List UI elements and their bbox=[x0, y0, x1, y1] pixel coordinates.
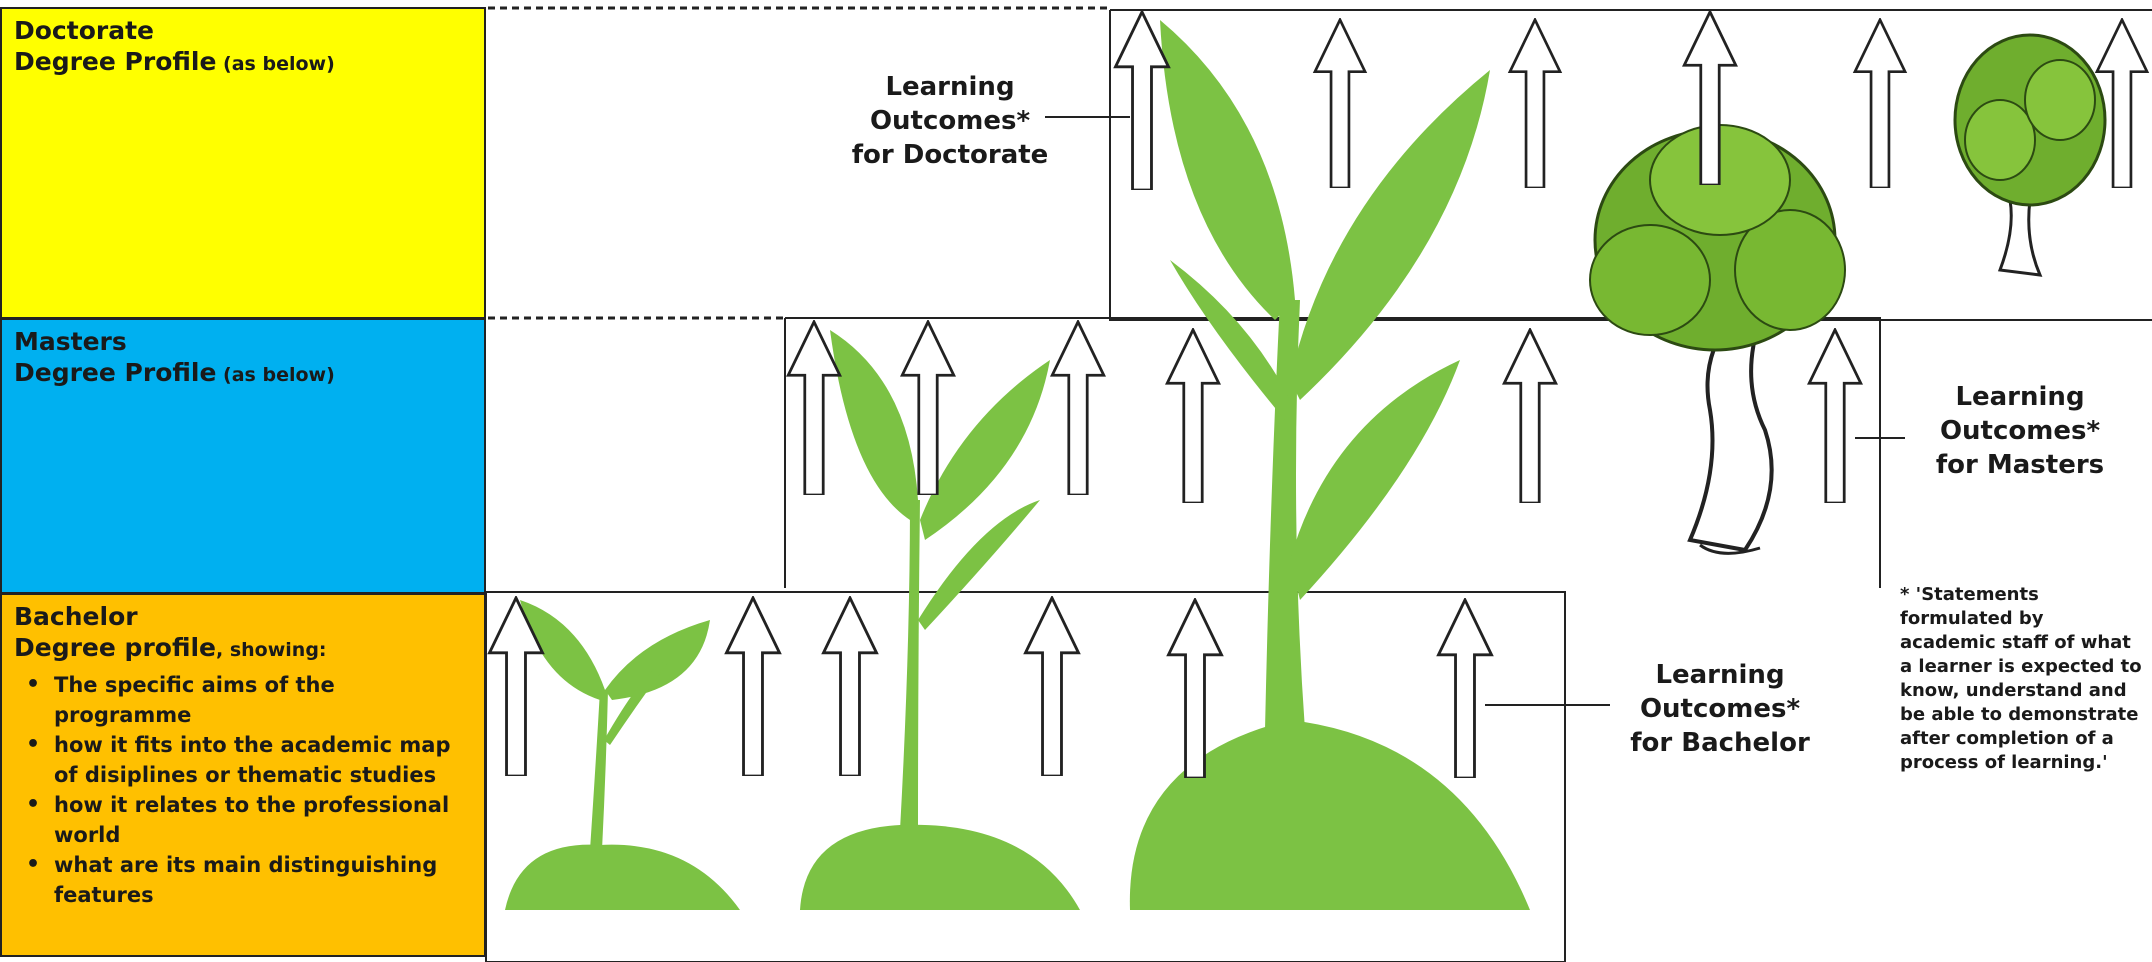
small-tree-icon bbox=[1953, 33, 2107, 277]
label-line: for Masters bbox=[1935, 450, 2105, 480]
doctorate-learning-outcomes-label: Learning Outcomes* for Doctorate bbox=[820, 70, 1080, 172]
up-arrow-icon bbox=[1023, 596, 1081, 776]
masters-title: Masters bbox=[14, 327, 127, 356]
doctorate-subtitle: Degree Profile (as below) bbox=[14, 46, 472, 80]
list-item: The specific aims of the programme bbox=[26, 670, 472, 730]
up-arrow-icon bbox=[786, 320, 842, 495]
bachelor-profile-box: Bachelor Degree profile, showing: The sp… bbox=[0, 593, 486, 957]
bachelor-subtitle: Degree profile, showing: bbox=[14, 632, 472, 666]
masters-subtitle-note: (as below) bbox=[216, 364, 335, 386]
tree-icon bbox=[1589, 124, 1846, 555]
masters-frame bbox=[784, 317, 1881, 588]
doctorate-title: Doctorate bbox=[14, 16, 154, 45]
up-arrow-icon bbox=[1113, 10, 1171, 190]
up-arrow-icon bbox=[1853, 18, 1907, 188]
plant-icon bbox=[1129, 20, 1530, 910]
list-item: what are its main distinguishing feature… bbox=[26, 850, 472, 910]
up-arrow-icon bbox=[1436, 598, 1494, 778]
label-line: Outcomes* bbox=[1639, 694, 1801, 724]
up-arrow-icon bbox=[1165, 328, 1221, 503]
label-line: Outcomes* bbox=[869, 106, 1031, 136]
list-item: how it fits into the academic map of dis… bbox=[26, 730, 472, 790]
masters-learning-outcomes-label: Learning Outcomes* for Masters bbox=[1890, 380, 2150, 482]
seedling-icon bbox=[505, 600, 740, 910]
masters-subtitle-bold: Degree Profile bbox=[14, 358, 217, 387]
label-line: for Doctorate bbox=[851, 140, 1049, 170]
bachelor-subtitle-note: , showing: bbox=[216, 639, 327, 661]
up-arrow-icon bbox=[1050, 320, 1106, 495]
up-arrow-icon bbox=[821, 596, 879, 776]
bachelor-learning-outcomes-label: Learning Outcomes* for Bachelor bbox=[1590, 658, 1850, 760]
doctorate-subtitle-bold: Degree Profile bbox=[14, 47, 217, 76]
bachelor-bullet-list: The specific aims of the programme how i… bbox=[14, 670, 472, 910]
up-arrow-icon bbox=[1508, 18, 1562, 188]
label-line: Learning bbox=[1955, 382, 2085, 412]
label-line: Learning bbox=[885, 72, 1015, 102]
masters-subtitle: Degree Profile (as below) bbox=[14, 357, 472, 391]
up-arrow-icon bbox=[1313, 18, 1367, 188]
bachelor-title: Bachelor bbox=[14, 602, 138, 631]
label-line: Learning bbox=[1655, 660, 1785, 690]
doctorate-subtitle-note: (as below) bbox=[216, 53, 335, 75]
sprout-icon bbox=[800, 330, 1080, 910]
up-arrow-icon bbox=[1807, 328, 1863, 503]
bachelor-frame bbox=[485, 591, 1566, 962]
label-line: for Bachelor bbox=[1630, 728, 1810, 758]
up-arrow-icon bbox=[1502, 328, 1558, 503]
bachelor-subtitle-bold: Degree profile bbox=[14, 633, 217, 662]
up-arrow-icon bbox=[724, 596, 782, 776]
footnote-definition: * 'Statements formulated by academic sta… bbox=[1900, 584, 2142, 773]
masters-profile-box: Masters Degree Profile (as below) bbox=[0, 318, 486, 594]
label-line: Outcomes* bbox=[1939, 416, 2101, 446]
list-item: how it relates to the professional world bbox=[26, 790, 472, 850]
doctorate-profile-box: Doctorate Degree Profile (as below) bbox=[0, 7, 486, 319]
